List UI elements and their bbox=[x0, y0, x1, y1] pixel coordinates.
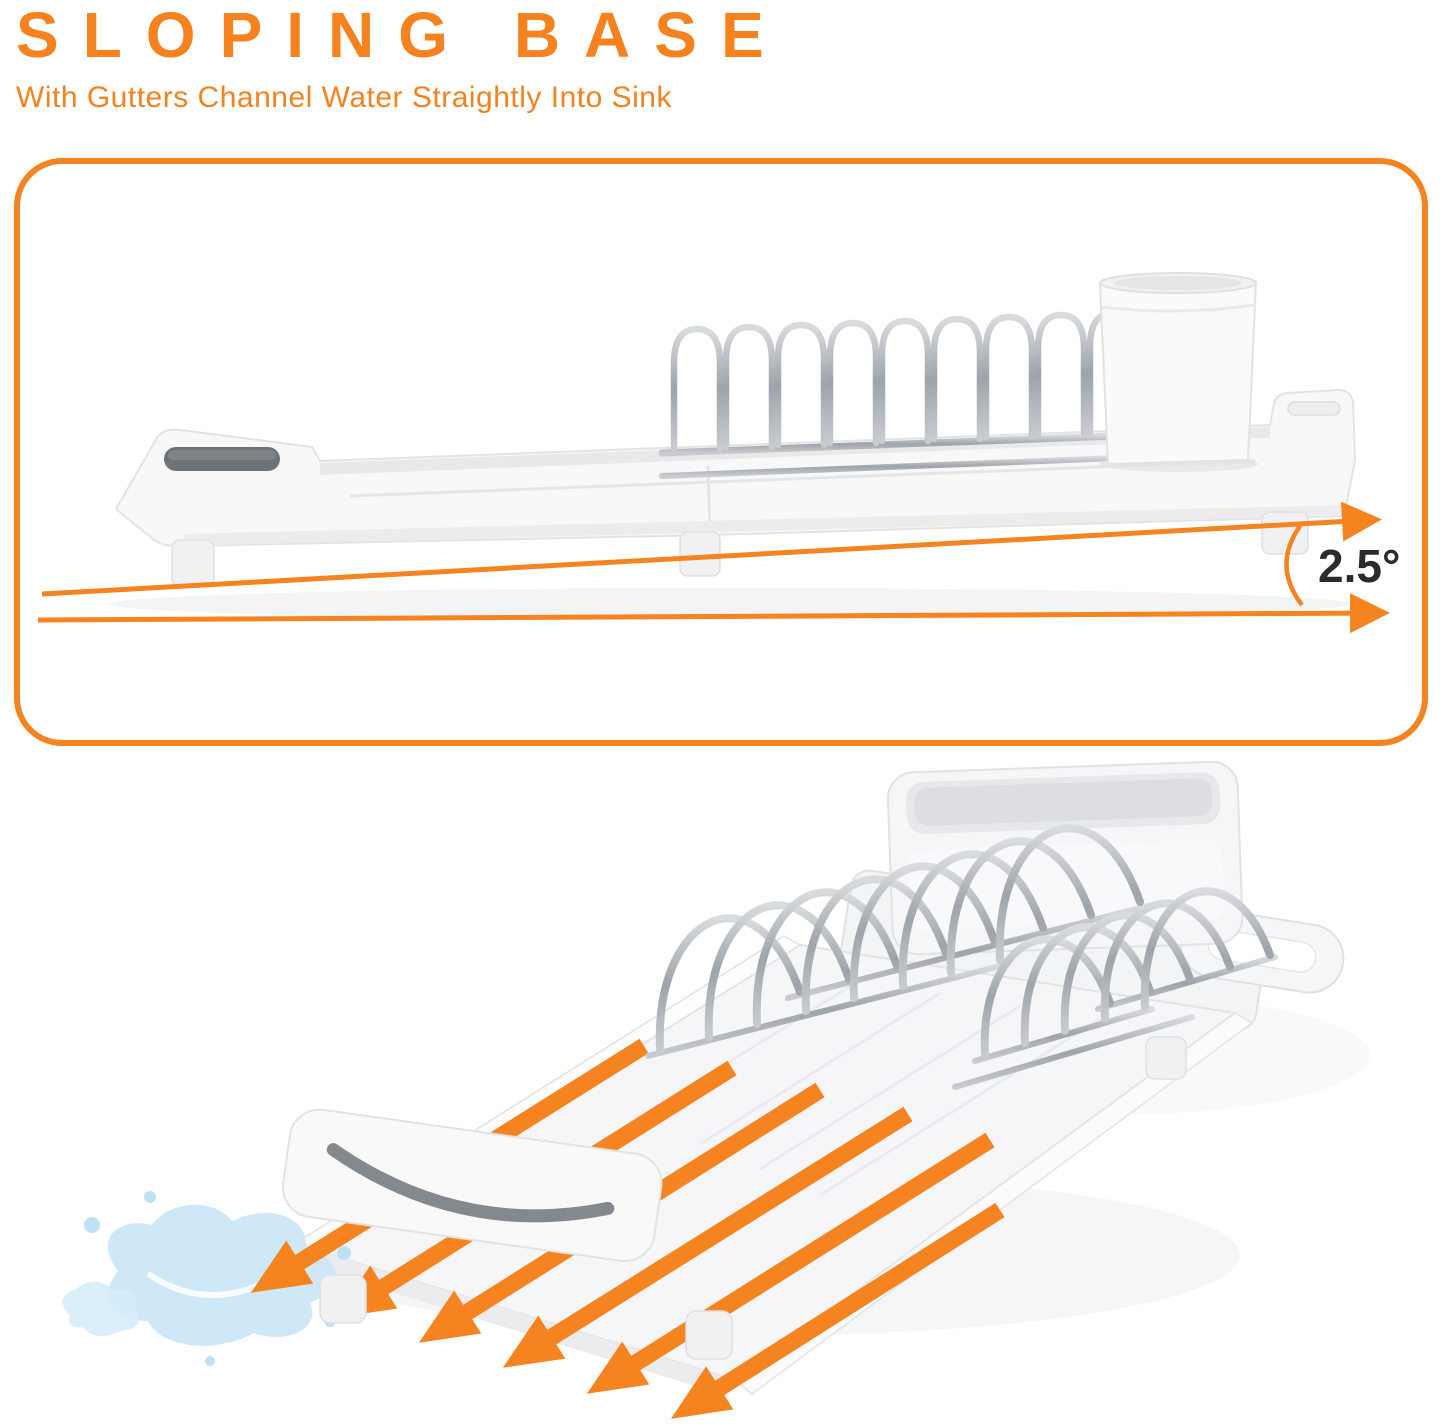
rack-perspective-illustration bbox=[62, 760, 1370, 1419]
water-flow-arrows bbox=[250, 1038, 1005, 1419]
angle-arc bbox=[1284, 524, 1304, 607]
water-flow-arrow bbox=[502, 1106, 913, 1368]
right-handle-groove bbox=[1287, 401, 1341, 416]
utensil-cup-side bbox=[1098, 272, 1258, 472]
rack-side-view-illustration: 2.5° bbox=[37, 272, 1400, 634]
slope-annotation: 2.5° bbox=[37, 501, 1400, 634]
page-subtitle: With Gutters Channel Water Straightly In… bbox=[16, 81, 672, 115]
slope-arrow-upper bbox=[41, 501, 1382, 597]
rack-floor-shadow bbox=[110, 588, 1350, 620]
water-flow-arrow bbox=[670, 1202, 1005, 1419]
angle-label: 2.5° bbox=[1318, 540, 1400, 592]
header: SLOPING BASE With Gutters Channel Water … bbox=[16, 0, 788, 115]
ground-arrow-lower bbox=[37, 593, 1390, 634]
page-title: SLOPING BASE bbox=[16, 0, 788, 71]
perspective-view bbox=[0, 755, 1445, 1426]
wire-rack-side bbox=[658, 309, 1146, 481]
near-handle bbox=[281, 1108, 663, 1263]
rack-feet-perspective bbox=[319, 1036, 1187, 1360]
water-splash-graphic bbox=[62, 1191, 351, 1366]
water-flow-arrow bbox=[586, 1132, 995, 1394]
wire-rack-right bbox=[952, 887, 1278, 1090]
rack-feet-side bbox=[171, 511, 1309, 587]
grip-arc bbox=[326, 1143, 615, 1223]
wire-rack-left bbox=[645, 824, 1151, 1059]
side-view-panel: 2.5° bbox=[14, 158, 1428, 746]
